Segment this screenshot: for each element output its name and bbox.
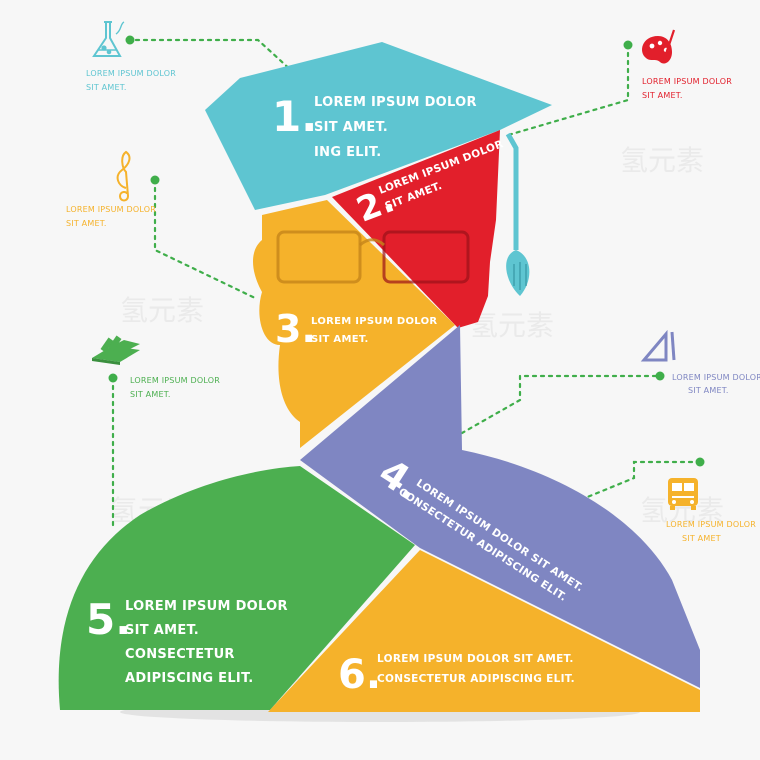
segment-6-chest xyxy=(268,550,700,712)
set-square-icon xyxy=(640,329,676,362)
connector-dot-5 xyxy=(655,371,665,381)
side-item-set-square: LOREM IPSUM DOLOR SIT AMET. xyxy=(640,329,760,395)
segment-6-line-2: CONSECTETUR ADIPISCING ELIT. xyxy=(377,673,575,685)
segment-1-line-1: LOREM IPSUM DOLOR xyxy=(314,95,477,110)
segment-5-line-3: CONSECTETUR xyxy=(125,647,235,662)
connector-dot-2 xyxy=(623,40,633,50)
connector-line-5 xyxy=(460,374,658,435)
svg-text:氢元素: 氢元素 xyxy=(470,309,554,342)
side-label-1-line-2: SIT AMET. xyxy=(86,83,127,92)
segment-1-line-3: ING ELIT. xyxy=(314,145,381,160)
glasses-icon xyxy=(276,230,470,284)
side-label-4-line-2: SIT AMET. xyxy=(130,390,171,399)
side-label-6-line-1: LOREM IPSUM DOLOR xyxy=(666,520,756,529)
school-bus-icon xyxy=(668,478,698,510)
side-label-5-line-1: LOREM IPSUM DOLOR xyxy=(672,373,760,382)
side-item-palette: LOREM IPSUM DOLOR SIT AMET. xyxy=(642,29,732,100)
segment-6-shape xyxy=(268,550,700,712)
segment-5-line-1: LOREM IPSUM DOLOR xyxy=(125,599,288,614)
tassel-end xyxy=(506,250,530,296)
segment-1-line-2: SIT AMET. xyxy=(314,120,388,135)
segment-3-shape xyxy=(253,200,455,448)
books-icon xyxy=(92,335,140,365)
side-item-music: LOREM IPSUM DOLOR SIT AMET. xyxy=(66,150,156,228)
connector-dot-1 xyxy=(125,35,135,45)
connector-dot-6 xyxy=(695,457,705,467)
connector-lines xyxy=(108,35,705,527)
segment-3-face xyxy=(253,200,455,448)
segment-2-head-right xyxy=(332,130,500,328)
segment-3-number: 3. xyxy=(275,307,316,351)
connector-dot-4 xyxy=(108,373,118,383)
side-label-2-line-1: LOREM IPSUM DOLOR xyxy=(642,77,732,86)
cap-top-shape xyxy=(205,42,552,210)
flask-icon xyxy=(92,21,125,57)
side-label-2-line-2: SIT AMET. xyxy=(642,91,683,100)
segment-5-shape xyxy=(58,466,415,710)
segment-4-shape xyxy=(300,325,700,688)
connector-line-3 xyxy=(153,178,257,300)
tassel-cord xyxy=(505,132,519,250)
side-item-bus: LOREM IPSUM DOLOR SIT AMET xyxy=(666,478,756,543)
segment-6-label: 6. LOREM IPSUM DOLOR SIT AMET. CONSECTET… xyxy=(338,652,575,698)
connector-line-2 xyxy=(503,43,630,138)
segment-5-number: 5. xyxy=(86,595,131,644)
side-item-flask: LOREM IPSUM DOLOR SIT AMET. xyxy=(86,21,176,92)
side-label-3-line-2: SIT AMET. xyxy=(66,219,107,228)
svg-text:氢元素: 氢元素 xyxy=(620,144,704,177)
side-label-3-line-1: LOREM IPSUM DOLOR xyxy=(66,205,156,214)
side-label-4-line-1: LOREM IPSUM DOLOR xyxy=(130,376,220,385)
connector-line-6 xyxy=(583,460,702,500)
svg-text:氢元素: 氢元素 xyxy=(120,294,204,327)
segment-3-line-1: LOREM IPSUM DOLOR xyxy=(311,316,437,327)
connector-line-1 xyxy=(134,38,295,74)
side-item-books: LOREM IPSUM DOLOR SIT AMET. xyxy=(92,335,220,399)
segment-1-cap xyxy=(205,42,552,296)
segment-6-line-1: LOREM IPSUM DOLOR SIT AMET. xyxy=(377,653,574,665)
music-note-icon xyxy=(116,150,131,202)
segment-3-label: 3. LOREM IPSUM DOLOR SIT AMET. xyxy=(275,307,437,351)
segment-5-shoulder-left xyxy=(58,466,415,710)
segment-3-line-2: SIT AMET. xyxy=(311,334,369,345)
segment-4-shoulder-right xyxy=(300,325,700,688)
segment-5-line-2: SIT AMET. xyxy=(125,623,199,638)
side-label-6-line-2: SIT AMET xyxy=(682,534,721,543)
segment-5-line-4: ADIPISCING ELIT. xyxy=(125,671,254,686)
segment-6-number: 6. xyxy=(338,652,381,698)
connector-dot-3 xyxy=(150,175,160,185)
palette-icon xyxy=(642,29,676,64)
side-label-5-line-2: SIT AMET. xyxy=(688,386,729,395)
segment-1-label: 1. LOREM IPSUM DOLOR SIT AMET. ING ELIT. xyxy=(272,92,477,160)
side-label-1-line-1: LOREM IPSUM DOLOR xyxy=(86,69,176,78)
segment-1-number: 1. xyxy=(272,92,317,141)
segment-5-label: 5. LOREM IPSUM DOLOR SIT AMET. CONSECTET… xyxy=(86,595,288,686)
segment-2-shape xyxy=(332,130,500,328)
